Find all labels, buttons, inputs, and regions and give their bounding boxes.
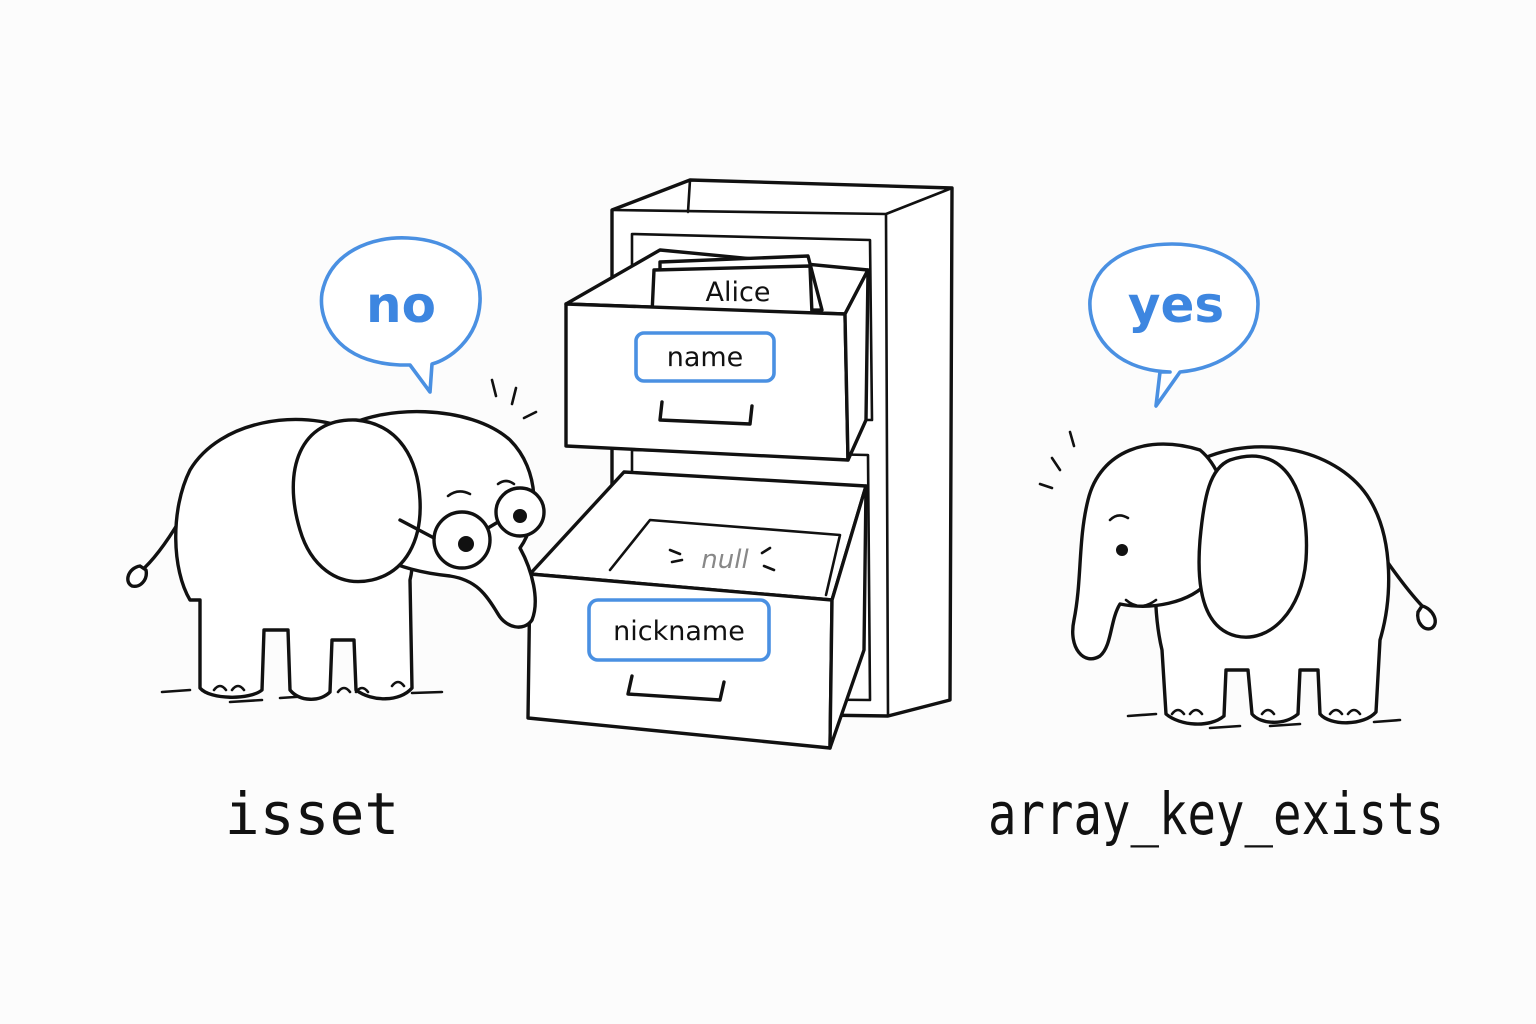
- drawer-handle: [626, 674, 726, 702]
- folder-value-text: Alice: [706, 277, 771, 308]
- tail: [1384, 558, 1428, 612]
- bottom-drawer[interactable]: null nickname: [526, 470, 868, 750]
- drawer-handle: [658, 400, 754, 426]
- elephant-ear: [291, 418, 422, 584]
- left-speech-text: no: [366, 276, 436, 334]
- alert-marks: [490, 378, 538, 420]
- eye: [1116, 544, 1128, 556]
- top-drawer[interactable]: Alice name: [564, 248, 870, 462]
- ground-lines: [160, 688, 444, 704]
- array-key-exists-label: array_key_exists: [988, 780, 1444, 848]
- isset-label: isset: [225, 780, 400, 848]
- filing-cabinet: Alice name null nickname: [526, 178, 954, 750]
- glasses-icon: [398, 486, 546, 570]
- right-speech-bubble: yes: [1088, 242, 1260, 408]
- isset-elephant: [126, 378, 546, 704]
- null-value-text: null: [701, 545, 749, 575]
- tail: [138, 518, 182, 574]
- right-speech-text: yes: [1128, 276, 1224, 334]
- key-tag-name: [634, 331, 776, 383]
- key-tag-nickname: [587, 598, 771, 662]
- elephant-ear: [1197, 454, 1309, 639]
- key-tag-nickname-text: nickname: [613, 616, 745, 647]
- ground-lines: [1126, 712, 1402, 730]
- left-speech-bubble: no: [319, 236, 482, 394]
- array-key-exists-elephant: [1038, 430, 1437, 730]
- alert-marks: [1038, 430, 1076, 490]
- key-tag-name-text: name: [667, 342, 744, 373]
